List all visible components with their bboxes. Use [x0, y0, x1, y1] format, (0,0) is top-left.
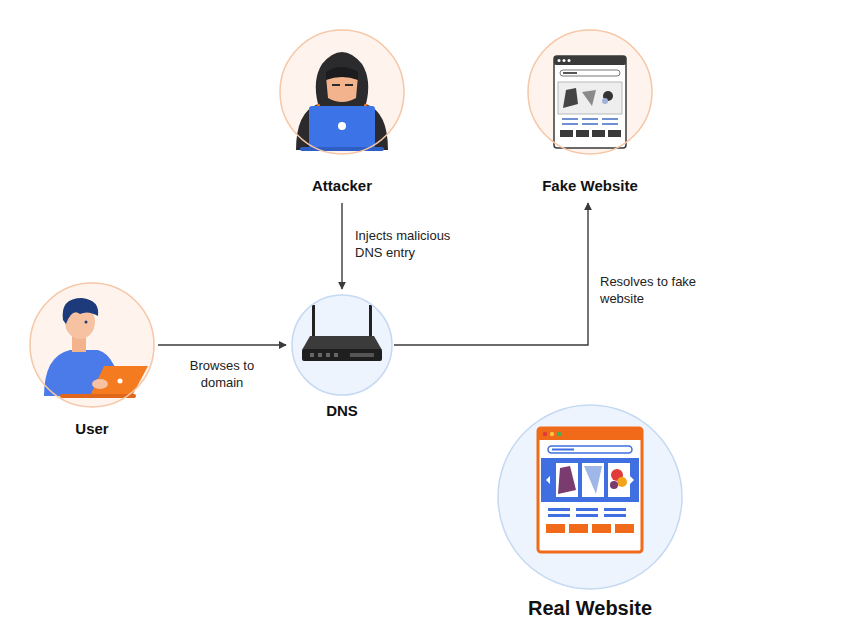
circle-node: Attacker: [278, 28, 406, 197]
node-label: User: [28, 420, 156, 438]
node-outline: [496, 403, 684, 591]
circle-node: Fake Website: [526, 28, 654, 197]
node-outline: [526, 28, 654, 156]
circle-ground: [528, 30, 652, 154]
node-outline: [28, 281, 156, 409]
node-outline: [278, 28, 406, 156]
edge-label: Browses to domain: [177, 358, 267, 392]
circle-ground: [280, 30, 404, 154]
circle-node: User: [28, 281, 156, 440]
node-outline: [290, 293, 394, 397]
circle-node: Real Website: [496, 403, 684, 622]
circle-ground: [498, 405, 682, 589]
real-website-icon: [538, 428, 642, 552]
circle-outline: [292, 295, 392, 395]
node-label: DNS: [290, 402, 394, 420]
arrow-connector: [394, 203, 588, 345]
user-figure: [44, 298, 148, 398]
arrow-connector: [341, 203, 342, 289]
arrow-connector: [158, 344, 286, 345]
attacker-figure: [296, 52, 388, 151]
router-icon: [302, 305, 382, 361]
node-label: Attacker: [278, 177, 406, 195]
node-label: Fake Website: [526, 177, 654, 195]
fake-website-icon: [554, 56, 626, 148]
circle-outline: [280, 30, 404, 154]
edge-label: Resolves to fake website: [600, 274, 720, 308]
circle-ground: [292, 295, 392, 395]
node-label: Real Website: [496, 596, 684, 620]
circle-node: DNS: [290, 293, 394, 422]
circle-outline: [498, 405, 682, 589]
circle-ground: [30, 283, 154, 407]
circle-outline: [30, 283, 154, 407]
edge-label: Injects malicious DNS entry: [355, 228, 480, 262]
circle-outline: [528, 30, 652, 154]
